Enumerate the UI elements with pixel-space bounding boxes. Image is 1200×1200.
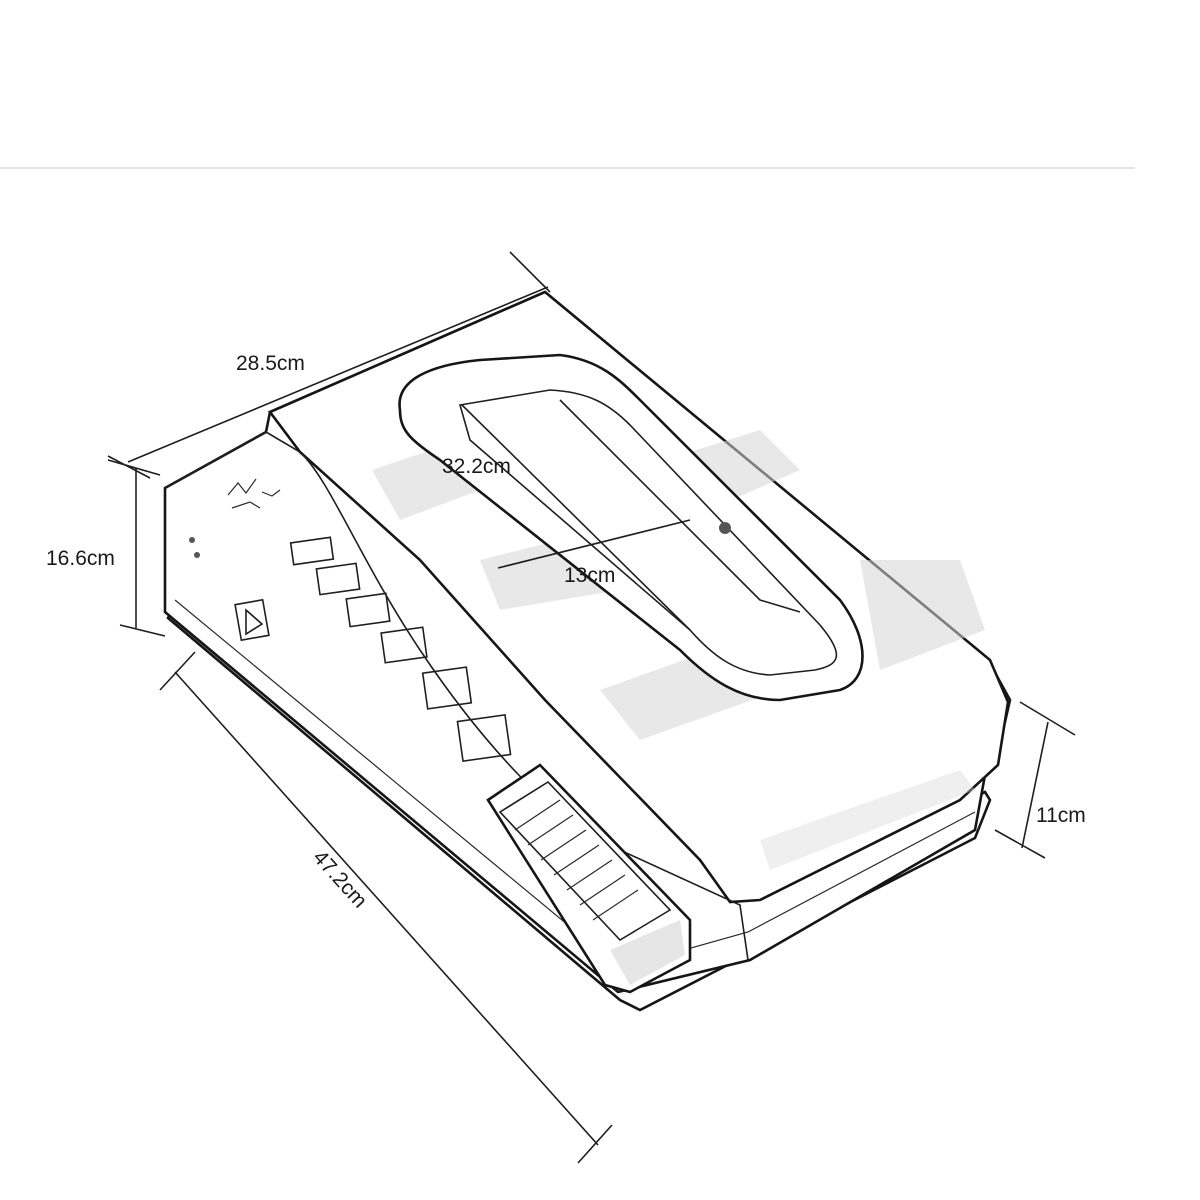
- instruction-icon-2: [315, 562, 361, 596]
- deck-texture-3: [860, 560, 985, 670]
- slot-knob: [719, 522, 731, 534]
- shoe-cover-dispenser: [163, 290, 1012, 1012]
- label-front-height: 11cm: [1036, 804, 1086, 827]
- side-indicator-arrow: [245, 608, 264, 636]
- instruction-icon-5: [421, 666, 473, 710]
- label-opening-width: 13cm: [564, 564, 615, 587]
- cover-slot: [559, 399, 801, 613]
- side-hole-1: [189, 537, 195, 543]
- side-hole-2: [194, 552, 200, 558]
- instruction-icon-column: [289, 536, 512, 763]
- dimension-height: [107, 459, 166, 637]
- side-indicator: [234, 598, 270, 642]
- top-opening-inner: [458, 389, 838, 676]
- label-opening-length: 32.2cm: [442, 455, 511, 478]
- dimension-length: [159, 651, 613, 1164]
- dimension-front-height: [994, 701, 1076, 859]
- deck-texture-6: [760, 770, 975, 870]
- instruction-icon-1: [289, 536, 335, 566]
- foot-pedal: [486, 763, 692, 994]
- instruction-icon-6: [456, 713, 512, 763]
- label-top-width: 28.5cm: [236, 352, 305, 375]
- dimension-opening-width: [497, 519, 691, 569]
- instruction-icon-4: [380, 626, 428, 664]
- dimension-opening-length: [461, 404, 691, 631]
- brand-logo: [227, 478, 281, 509]
- top-opening-outer: [398, 353, 864, 702]
- label-height: 16.6cm: [46, 547, 115, 570]
- device-front-edge: [164, 431, 267, 489]
- instruction-icon-3: [345, 592, 391, 628]
- dimension-top-width: [107, 251, 551, 479]
